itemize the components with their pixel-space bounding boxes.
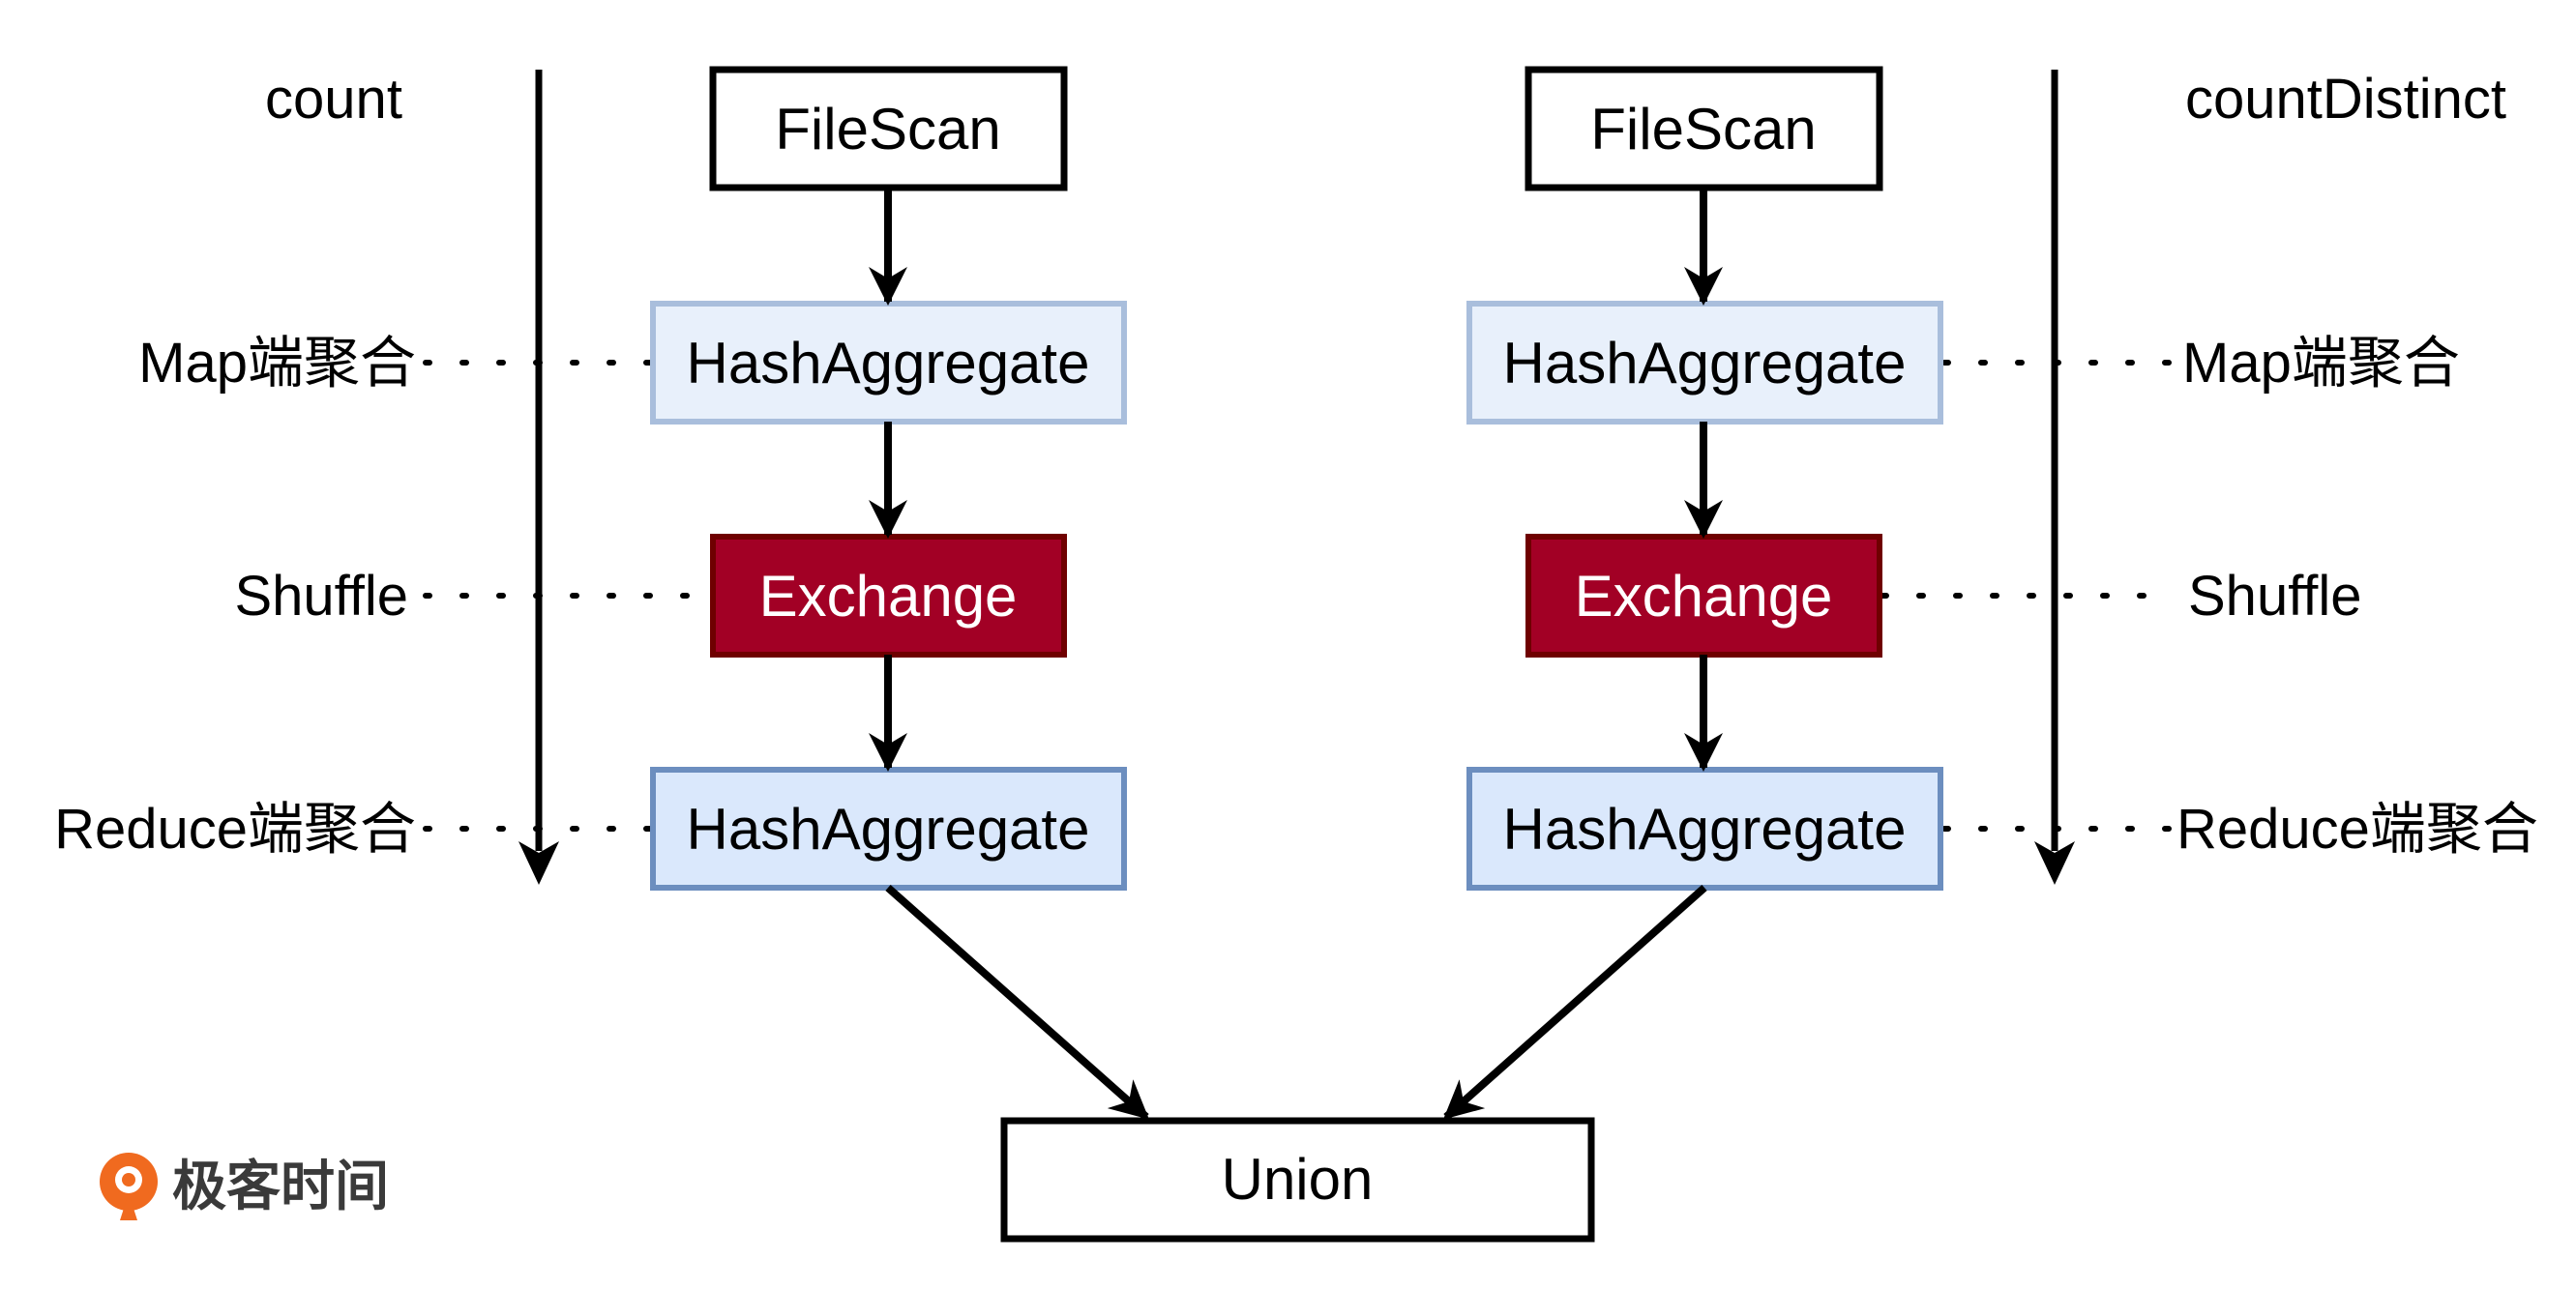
left-map-hashaggregate-node: HashAggregate	[650, 301, 1127, 425]
left-exchange-text: Exchange	[759, 564, 1018, 629]
right-filescan-text: FileScan	[1590, 97, 1816, 161]
right-exchange-text: Exchange	[1575, 564, 1833, 629]
right-map-hashaggregate-node: HashAggregate	[1466, 301, 1943, 425]
left-map-label: Map端聚合	[138, 332, 416, 395]
right-reduce-label: Reduce端聚合	[2176, 798, 2538, 861]
brand-logo: 极客时间	[100, 1153, 389, 1220]
dotted-connectors	[423, 360, 2179, 832]
right-filescan-node: FileScan	[1525, 66, 1883, 191]
right-reduce-hashaggregate-node: HashAggregate	[1466, 767, 1943, 891]
union-text: Union	[1222, 1147, 1374, 1212]
right-arrow-reduce-to-union	[1443, 885, 1707, 1120]
left-filescan-text: FileScan	[775, 97, 1000, 161]
right-map-label: Map端聚合	[2182, 332, 2460, 395]
left-filescan-node: FileScan	[709, 66, 1068, 191]
right-reduce-hashaggregate-text: HashAggregate	[1503, 797, 1907, 862]
left-reduce-label: Reduce端聚合	[54, 798, 416, 861]
right-shuffle-label: Shuffle	[2188, 565, 2362, 628]
union-node: Union	[1000, 1117, 1595, 1243]
left-title: count	[265, 68, 402, 131]
right-timeline-arrowhead	[2034, 841, 2075, 885]
left-map-hashaggregate-text: HashAggregate	[687, 331, 1090, 395]
left-shuffle-label: Shuffle	[234, 565, 408, 628]
left-timeline-arrowhead	[518, 841, 559, 885]
right-exchange-node: Exchange	[1525, 534, 1882, 658]
left-exchange-node: Exchange	[710, 534, 1067, 658]
right-map-hashaggregate-text: HashAggregate	[1503, 331, 1907, 395]
flow-arrows	[869, 188, 1723, 1120]
left-reduce-hashaggregate-node: HashAggregate	[650, 767, 1127, 891]
left-reduce-hashaggregate-text: HashAggregate	[687, 797, 1090, 862]
left-arrow-reduce-to-union	[885, 885, 1149, 1120]
right-title: countDistinct	[2185, 68, 2506, 131]
brand-text: 极客时间	[172, 1156, 389, 1218]
brand-logo-icon	[100, 1153, 158, 1220]
